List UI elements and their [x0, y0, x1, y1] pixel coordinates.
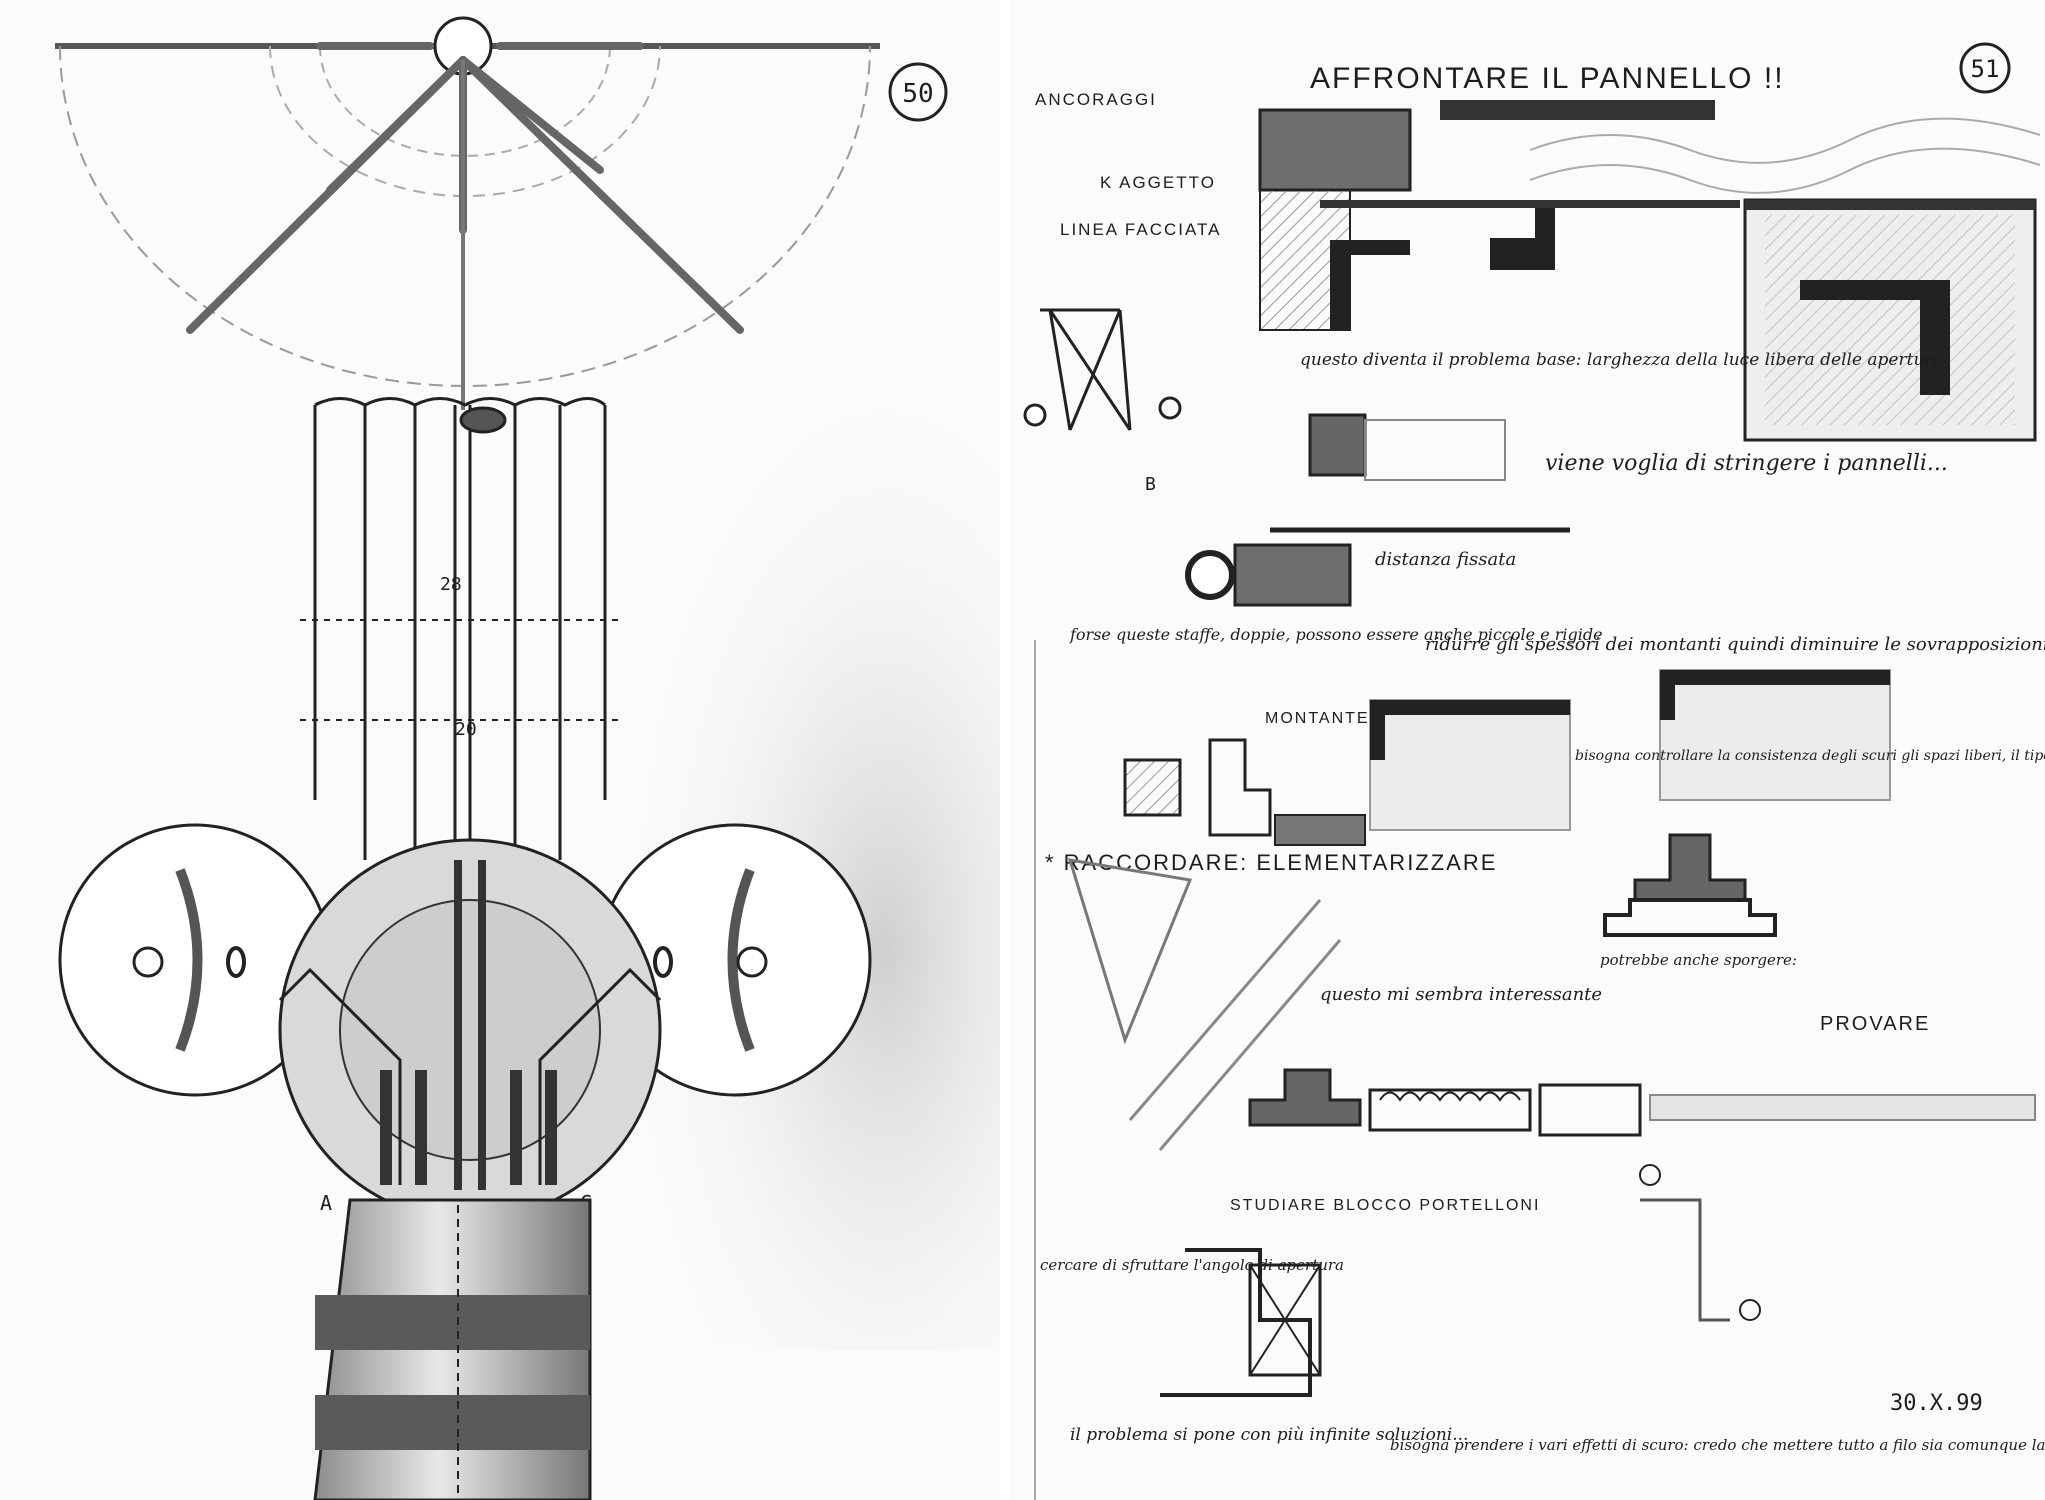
- sketch-page-left: 50 28 20 B A C: [0, 0, 1000, 1500]
- note-interessante: questo mi sembra interessante: [1320, 984, 1602, 1005]
- column-capital-drawing: 50 28 20 B A C: [55, 16, 1000, 1500]
- label-aggetto: K AGGETTO: [1100, 173, 1216, 192]
- page-number-50: 50: [902, 79, 933, 109]
- dimension-20: 20: [455, 719, 477, 740]
- label-montante: MONTANTE: [1265, 710, 1370, 727]
- note-viene-voglia: viene voglia di stringere i pannelli...: [1545, 451, 1948, 476]
- point-label-a: A: [320, 1191, 332, 1215]
- dimension-28: 28: [440, 574, 462, 595]
- date-note: 30.X.99: [1890, 1391, 1983, 1416]
- note-problema: il problema si pone con più infinite sol…: [1070, 1425, 1468, 1445]
- note-staffe: forse queste staffe, doppie, possono ess…: [1069, 625, 1603, 644]
- note-provare: PROVARE: [1820, 1013, 1930, 1035]
- page-title: AFFRONTARE IL PANNELLO !!: [1310, 62, 1785, 95]
- page-number-circle: [888, 62, 948, 122]
- page-number-51: 51: [1971, 55, 2000, 83]
- page-number-circle-right: [1959, 42, 2011, 94]
- note-diventa: questo diventa il problema base: larghez…: [1300, 350, 1943, 370]
- label-linea-facciata: LINEA FACCIATA: [1060, 220, 1222, 239]
- note-bisogna: bisogna controllare la consistenza degli…: [1575, 748, 2045, 764]
- note-studiare: STUDIARE BLOCCO PORTELLONI: [1230, 1197, 1540, 1214]
- note-distanza: distanza fissata: [1375, 549, 1516, 570]
- note-raccordare: * RACCORDARE: ELEMENTARIZZARE: [1045, 850, 1497, 875]
- label-b: B: [1145, 474, 1156, 495]
- sketch-page-right: AFFRONTARE IL PANNELLO !! 51 ANCORAGGI K…: [1010, 0, 2045, 1500]
- note-bisogna-prendere: bisogna prendere i vari effetti di scuro…: [1390, 1436, 2045, 1454]
- note-potrebbe: potrebbe anche sporgere:: [1600, 951, 1797, 969]
- note-ridurre: ridurre gli spessori dei montanti quindi…: [1425, 634, 2045, 655]
- label-ancoraggi: ANCORAGGI: [1035, 90, 1157, 109]
- panel-study-drawing: AFFRONTARE IL PANNELLO !! 51 ANCORAGGI K…: [1023, 42, 2045, 1500]
- note-cercare: cercare di sfruttare l'angolo di apertur…: [1040, 1256, 1344, 1274]
